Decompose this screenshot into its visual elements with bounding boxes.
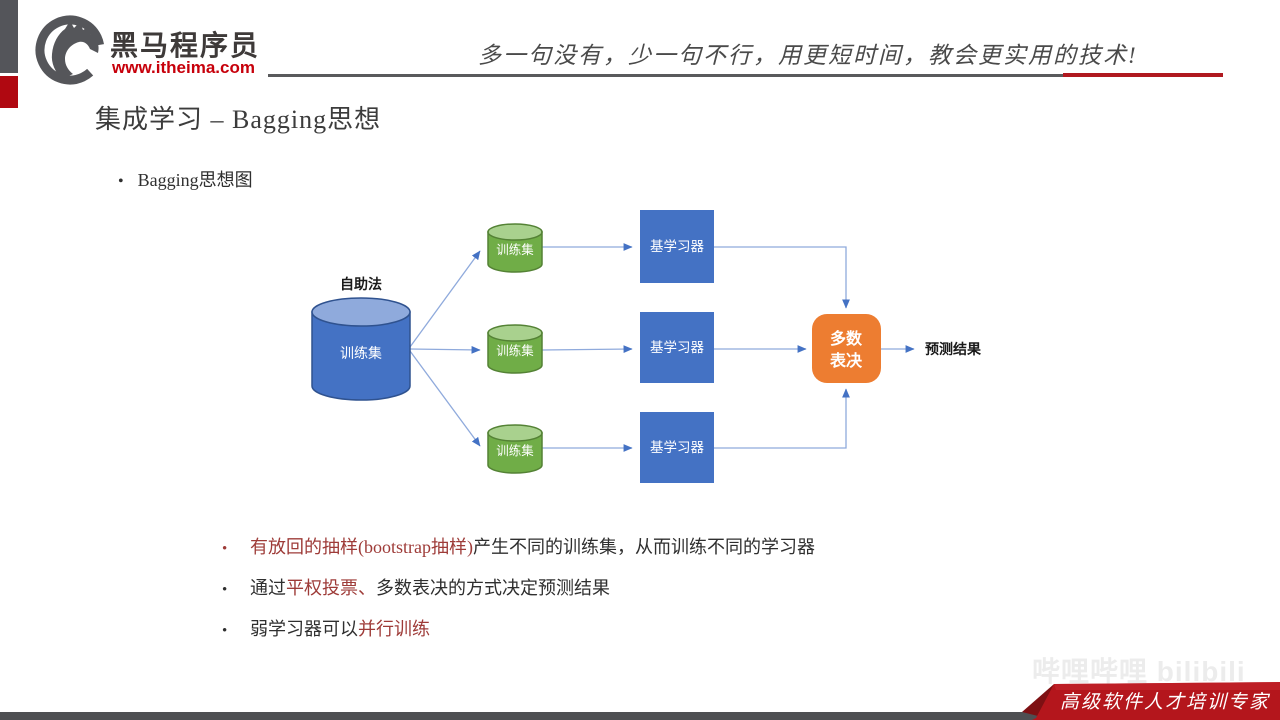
footer-ribbon: [1022, 682, 1280, 720]
source-dataset-cylinder: 训练集: [311, 297, 411, 401]
note-text-red: 平权投票、: [286, 578, 376, 598]
bullet-dot: •: [222, 541, 228, 557]
note-text-red: 有放回的抽样(bootstrap抽样): [250, 537, 473, 557]
vote-label-line2: 表决: [829, 351, 863, 370]
note-text: 产生不同的训练集，从而训练不同的学习器: [472, 537, 815, 557]
note-voting: • 通过平权投票、多数表决的方式决定预测结果: [222, 577, 815, 601]
base-learner-label: 基学习器: [650, 238, 704, 254]
header-divider-red: [1063, 73, 1223, 77]
bootstrap-method-label: 自助法: [340, 276, 382, 292]
intro-bullet-label: Bagging思想图: [137, 170, 253, 190]
sample-set-cylinder: 训练集: [487, 324, 543, 374]
majority-vote-node: 多数 表决: [812, 314, 881, 383]
sample-set-label: 训练集: [496, 443, 534, 458]
footer-tagline: 高级软件人才培训专家: [1059, 692, 1270, 713]
sample-set-cylinder: 训练集: [487, 424, 543, 474]
left-edge-gray-bar: [0, 0, 18, 73]
bullet-dot: •: [222, 582, 228, 598]
header-slogan: 多一句没有，少一句不行，用更短时间，教会更实用的技术!: [478, 43, 1138, 68]
sample-set-label: 训练集: [496, 343, 534, 358]
page-title: 集成学习 – Bagging思想: [95, 105, 382, 134]
source-dataset-label: 训练集: [340, 345, 382, 361]
bullet-dot: •: [118, 173, 124, 190]
left-edge-red-bar: [0, 76, 18, 108]
bullet-dot: •: [222, 623, 228, 639]
bagging-diagram: 自助法 训练集 训练集 训练集 训练集 基学习器 基学习器 基学习器 多数 表决: [311, 210, 982, 483]
itheima-logo: [34, 13, 106, 87]
bottom-gray-strip: [0, 712, 1280, 720]
connector-lines: [409, 243, 915, 452]
note-bootstrap-sampling: • 有放回的抽样(bootstrap抽样)产生不同的训练集，从而训练不同的学习器: [222, 536, 815, 560]
notes-list: •有放回的抽样(bootstrap抽样)产生不同的训练集，从而训练不同的学习器 …: [222, 536, 815, 659]
base-learner-label: 基学习器: [650, 439, 704, 455]
note-text: 多数表决的方式决定预测结果: [376, 578, 610, 598]
base-learner-box: 基学习器: [640, 412, 714, 483]
prediction-result-label: 预测结果: [925, 341, 982, 357]
base-learner-box: 基学习器: [640, 312, 714, 383]
brand-name: 黑马程序员: [110, 30, 261, 61]
sample-set-label: 训练集: [496, 242, 534, 257]
base-learner-label: 基学习器: [650, 339, 704, 355]
sample-set-cylinder: 训练集: [487, 223, 543, 273]
note-parallel-training: • 弱学习器可以并行训练: [222, 618, 815, 642]
vote-label-line1: 多数: [830, 329, 863, 348]
horse-logo-icon: [35, 15, 105, 85]
note-text-red: 并行训练: [358, 619, 430, 639]
note-text: 弱学习器可以: [250, 619, 358, 639]
bilibili-watermark: 哔哩哔哩 bilibili: [1032, 656, 1246, 687]
base-learner-box: 基学习器: [640, 210, 714, 283]
brand-url: www.itheima.com: [112, 58, 255, 77]
header-divider-gray: [268, 74, 1063, 77]
intro-bullet: • Bagging思想图: [118, 166, 253, 192]
note-text: 通过: [250, 578, 286, 598]
